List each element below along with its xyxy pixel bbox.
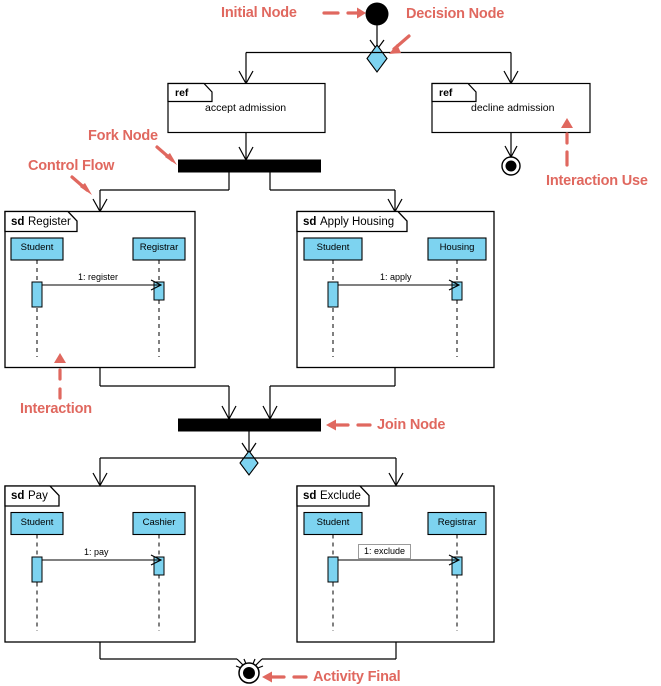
interaction-exclude-frame <box>296 485 495 643</box>
interaction-name-applyhousing: Apply Housing <box>320 216 395 228</box>
interaction-keyword-register: sd <box>11 216 25 228</box>
interaction-pay-tab <box>4 485 60 507</box>
lifeline-label-student-applyhousing: Student <box>316 242 350 253</box>
interaction-use-keyword-decline: ref <box>439 87 453 99</box>
interaction-applyhousing-tab <box>296 210 408 233</box>
lifeline-label-housing-applyhousing: Housing <box>439 242 475 253</box>
initial-node-marker <box>365 2 389 26</box>
interaction-keyword-applyhousing: sd <box>303 216 317 228</box>
decision-node-marker <box>366 44 388 73</box>
message-label-exclude[interactable]: 1: exclude <box>358 544 412 559</box>
activation-student-pay <box>31 556 43 583</box>
interaction-register-tab <box>4 210 78 233</box>
interaction-use-keyword-accept: ref <box>175 87 189 99</box>
annotation-label-fork-node: Fork Node <box>88 128 158 144</box>
activation-student-register <box>31 281 43 308</box>
annotation-label-control-flow: Control Flow <box>28 158 115 174</box>
interaction-use-name-accept: accept admission <box>205 102 287 114</box>
fork-node-bar <box>178 159 321 173</box>
annotation-label-initial-node: Initial Node <box>221 5 297 21</box>
interaction-use-name-decline: decline admission <box>471 102 555 114</box>
interaction-keyword-exclude: sd <box>303 490 317 502</box>
lifeline-label-cashier-pay: Cashier <box>142 517 176 528</box>
lifeline-label-student-register: Student <box>20 242 54 253</box>
interaction-exclude-tab <box>296 485 370 507</box>
annotation-label-interaction-use: Interaction Use <box>546 173 648 189</box>
message-label-applyhousing: 1: apply <box>380 272 412 282</box>
lifeline-label-student-pay: Student <box>20 517 54 528</box>
interaction-name-register: Register <box>28 216 71 228</box>
decision-node-2-marker <box>239 450 259 476</box>
join-node-bar <box>178 418 321 432</box>
annotation-label-activity-final: Activity Final <box>313 669 401 685</box>
annotation-label-decision-node: Decision Node <box>406 6 505 22</box>
activation-student-applyhousing <box>327 281 339 308</box>
interaction-name-exclude: Exclude <box>320 490 361 502</box>
interaction-keyword-pay: sd <box>11 490 25 502</box>
message-label-register: 1: register <box>78 272 119 282</box>
lifeline-label-student-exclude: Student <box>316 517 350 528</box>
lifeline-label-registrar-exclude: Registrar <box>437 517 477 528</box>
final-node-right-inner <box>505 160 517 172</box>
interaction-use-accept-tab <box>167 82 213 103</box>
interaction-use-decline-tab <box>431 82 477 103</box>
lifeline-label-registrar-register: Registrar <box>139 242 179 253</box>
interaction-applyhousing-frame <box>296 210 495 369</box>
message-label-pay: 1: pay <box>84 547 109 557</box>
final-node-bottom-inner <box>243 667 255 679</box>
annotation-label-interaction: Interaction <box>20 401 92 417</box>
interaction-name-pay: Pay <box>28 490 48 502</box>
annotation-label-join-node: Join Node <box>377 417 446 433</box>
activation-student-exclude <box>327 556 339 583</box>
